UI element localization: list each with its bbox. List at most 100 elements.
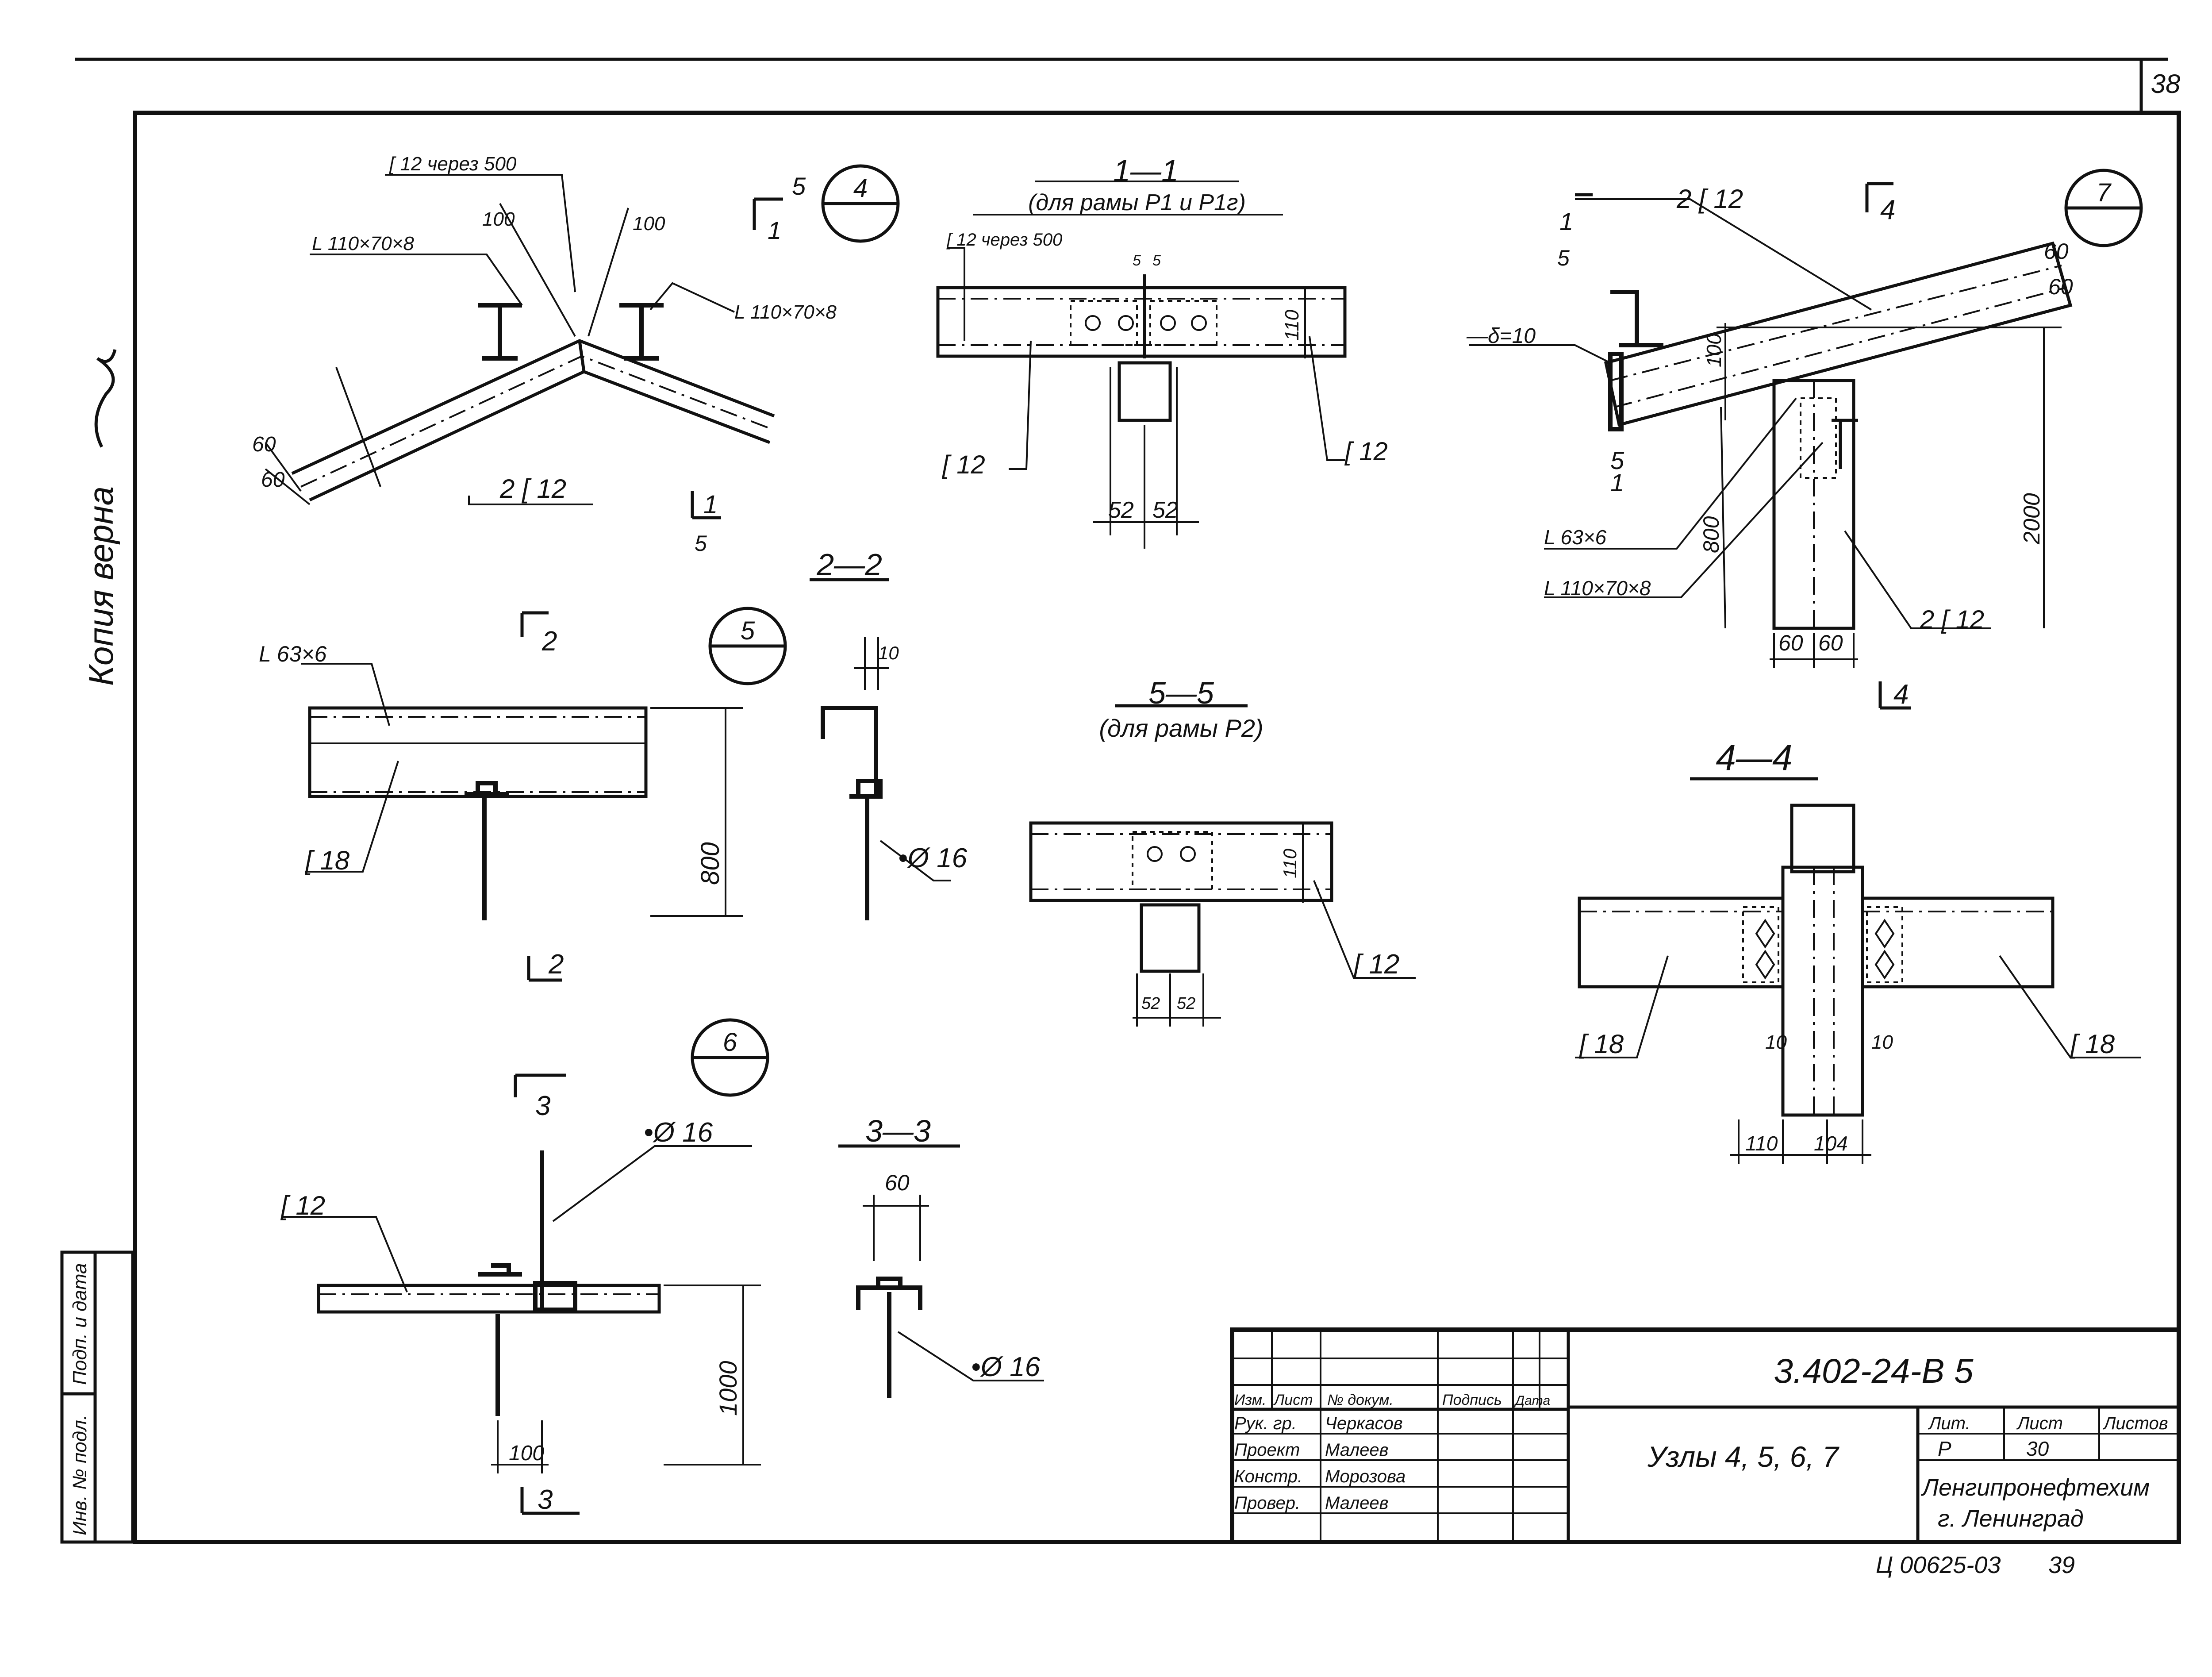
- section-1-1-right-label: [ 12: [1344, 437, 1388, 466]
- node-6-section-tag-b: 3: [538, 1485, 553, 1515]
- section-1-1-channel-step: [ 12 через 500: [946, 230, 1062, 250]
- node-7-dim-60b: 60: [2048, 274, 2073, 299]
- node-4-rafter: 2 [ 12: [499, 474, 566, 504]
- section-1-1-subtitle: (для рамы Р1 и Р1г): [1028, 190, 1246, 215]
- node-6-channel: [ 12: [280, 1191, 325, 1220]
- node-6-rod: •Ø 16: [644, 1117, 713, 1148]
- tb-name-3: Морозова: [1325, 1467, 1406, 1486]
- node-7-dim-2000: 2000: [2019, 493, 2045, 545]
- node-4-dim-100b: 100: [633, 213, 665, 235]
- node-6-dim-100: 100: [509, 1442, 544, 1465]
- node-4-cut-num: 1: [703, 490, 718, 519]
- tb-header-sheet: Лист: [1273, 1392, 1313, 1408]
- tb-role-1: Рук. гр.: [1234, 1414, 1297, 1433]
- node-7-dim-60a: 60: [2044, 239, 2069, 264]
- section-2-2-rod: •Ø 16: [898, 843, 968, 873]
- tb-sheet-label: Лист: [2016, 1414, 2063, 1433]
- tb-header-signature: Подпись: [1442, 1392, 1502, 1408]
- inv-no-label: Инв. № подл.: [69, 1415, 91, 1535]
- node-7-section-tag-b: 4: [1893, 679, 1909, 710]
- node-7-marker: 7: [2097, 178, 2112, 207]
- tb-name-1: Черкасов: [1325, 1414, 1403, 1433]
- node-7-delta: —δ=10: [1466, 324, 1536, 348]
- node-7-cut-tag-mid-num: 5: [1610, 446, 1624, 474]
- node-4-dim-100a: 100: [482, 208, 515, 230]
- tb-lit-value: Р: [1938, 1437, 1951, 1460]
- node-7-dim-60d: 60: [1818, 631, 1843, 655]
- node-5-section-tag-b: 2: [548, 949, 564, 980]
- section-1-1-dim-52a: 52: [1108, 497, 1134, 523]
- node-6-dim-1000: 1000: [714, 1361, 742, 1416]
- tb-role-2: Проект: [1234, 1440, 1300, 1460]
- section-2-2-detail: [810, 578, 951, 920]
- section-1-1-dim-110: 110: [1281, 309, 1303, 341]
- node-7-dim-100: 100: [1702, 333, 1725, 367]
- tb-lit-label: Лит.: [1928, 1414, 1970, 1433]
- tb-sheets-label: Листов: [2102, 1414, 2168, 1433]
- section-3-3-rod: •Ø 16: [971, 1352, 1041, 1382]
- section-5-5-subtitle: (для рамы Р2): [1099, 714, 1263, 742]
- node-5-dim-800: 800: [696, 842, 725, 885]
- section-1-1-dim-5b: 5: [1152, 252, 1161, 269]
- signature-mark: [94, 349, 117, 448]
- node-7-cut-tag-top-den: 5: [1557, 246, 1570, 270]
- node-7-section-tag: 4: [1880, 195, 1895, 225]
- node-4-section-tag: 5: [792, 172, 806, 200]
- node-7-angle-big: L 110×70×8: [1544, 577, 1651, 600]
- section-1-1-title: 1—1: [1113, 154, 1179, 188]
- doc-code: 3.402-24-В 5: [1774, 1351, 1974, 1390]
- copy-note: Копия верна: [81, 486, 120, 686]
- section-2-2-title: 2—2: [816, 547, 882, 582]
- tb-header-change: Изм.: [1234, 1392, 1267, 1408]
- node-4-dim-60b: 60: [261, 468, 285, 492]
- node-6-section-tag: 3: [535, 1091, 550, 1121]
- tb-name-4: Малеев: [1325, 1493, 1389, 1513]
- tb-sheet-value: 30: [2026, 1437, 2049, 1460]
- section-4-4-title: 4—4: [1716, 738, 1792, 778]
- section-3-3-title: 3—3: [865, 1114, 931, 1148]
- node-7-cut-tag-top: 1: [1559, 208, 1573, 235]
- section-3-3-detail: [838, 1144, 1044, 1398]
- node-7-cut-tag-mid-den: 1: [1610, 469, 1624, 496]
- title-block: [1230, 1327, 2181, 1544]
- section-4-4-dim-10a: 10: [1765, 1031, 1787, 1053]
- tb-header-date: Дата: [1514, 1393, 1550, 1408]
- node-4-angle-right: L 110×70×8: [734, 301, 837, 323]
- node-4-dim-60a: 60: [252, 433, 276, 456]
- section-5-5-detail: [1029, 704, 1416, 1027]
- node-7-column: 2 [ 12: [1920, 605, 1984, 634]
- node-5-section-tag: 2: [541, 626, 557, 657]
- node-7-dim-800: 800: [1699, 516, 1724, 553]
- sign-date-label: Подп. и дата: [69, 1263, 91, 1385]
- margin-stamp: [60, 1250, 134, 1544]
- node-7-detail: [1469, 169, 2143, 710]
- tb-org-city: г. Ленинград: [1938, 1505, 2084, 1532]
- node-5-angle: L 63×6: [259, 642, 327, 666]
- node-7-dim-60c: 60: [1778, 631, 1803, 655]
- tb-org-name: Ленгипронефтехим: [1921, 1474, 2150, 1501]
- node-4-marker: 4: [853, 174, 868, 203]
- section-1-1-left-label: [ 12: [941, 450, 985, 479]
- section-5-5-dim-52a: 52: [1141, 994, 1160, 1013]
- drawing-frame: [133, 111, 2181, 1544]
- node-6-detail: [283, 1018, 769, 1515]
- section-4-4-right-channel: [ 18: [2070, 1029, 2115, 1059]
- node-4-cut-den: 5: [695, 531, 707, 556]
- section-3-3-dim-60: 60: [885, 1170, 910, 1195]
- section-4-4-detail: [1575, 777, 2141, 1164]
- section-1-1-detail: [936, 181, 1347, 549]
- node-5-channel: [ 18: [304, 846, 350, 875]
- section-5-5-dim-110: 110: [1279, 848, 1300, 878]
- section-4-4-left-channel: [ 18: [1578, 1029, 1624, 1059]
- archive-page: 39: [2048, 1552, 2075, 1578]
- tb-header-doc: № докум.: [1327, 1392, 1394, 1408]
- section-4-4-dim-110: 110: [1745, 1132, 1778, 1155]
- node-5-marker: 5: [741, 616, 755, 645]
- node-4-angle-left: L 110×70×8: [312, 233, 414, 254]
- node-4-channel-step: [ 12 через 500: [389, 153, 517, 175]
- section-5-5-dim-52b: 52: [1177, 994, 1195, 1013]
- page-number: 38: [2151, 69, 2181, 99]
- node-7-beam-label: 2 [ 12: [1676, 184, 1743, 214]
- node-4-section-tag-b: 1: [768, 216, 781, 244]
